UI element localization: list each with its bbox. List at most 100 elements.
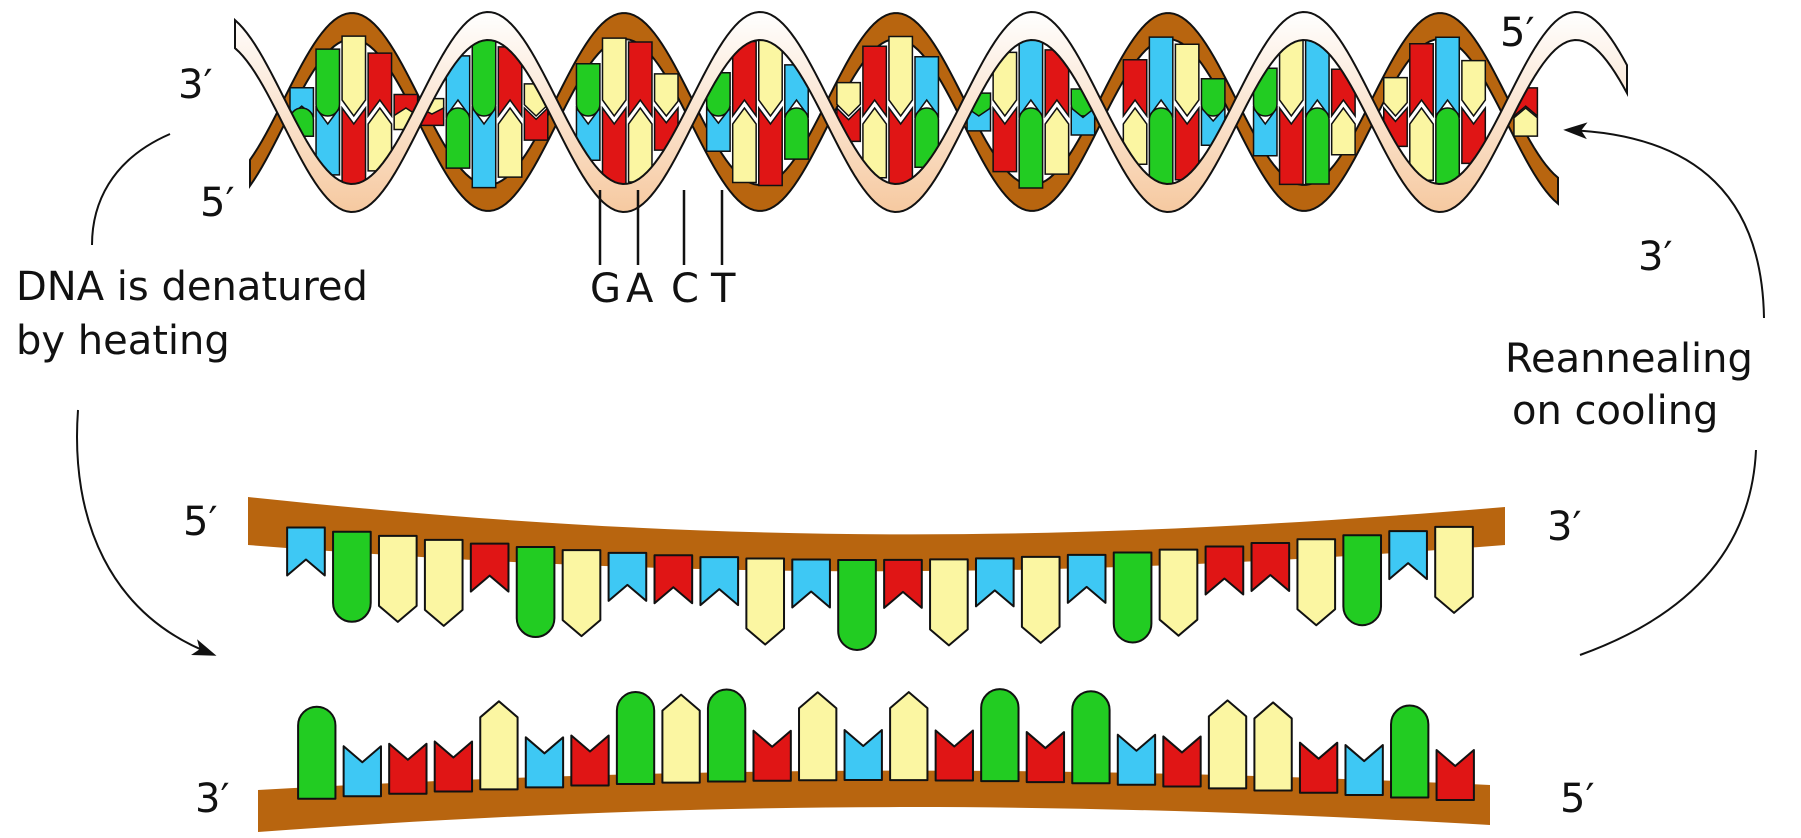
lower-base-adenine: [1254, 702, 1291, 790]
helix-base-guanine: [1149, 108, 1172, 187]
helix-base-cytosine: [472, 108, 495, 188]
helix-base-guanine: [1306, 108, 1329, 184]
upper-base-adenine: [746, 559, 784, 645]
lower-base-thymine: [435, 741, 472, 791]
reanneal-caption-line1: Reannealing: [1505, 336, 1753, 382]
lower-base-thymine: [1027, 732, 1064, 782]
double-helix: [235, 12, 1627, 212]
lower-base-cytosine: [845, 730, 882, 780]
helix-base-adenine: [603, 38, 626, 116]
upper-base-guanine: [838, 560, 876, 650]
lower-strand-left-end: 3′: [195, 776, 230, 822]
helix-base-adenine: [759, 39, 782, 116]
lower-base-guanine: [1391, 706, 1428, 798]
lower-base-adenine: [890, 692, 927, 780]
upper-base-adenine: [1435, 527, 1473, 613]
single-strand-lower: [258, 689, 1490, 832]
reanneal-arrow-lower: [1580, 450, 1756, 655]
helix-end-top-right: 5′: [1500, 10, 1535, 56]
helix-base-guanine: [1019, 108, 1042, 188]
base-label-c: C: [671, 266, 699, 312]
helix-base-adenine: [655, 74, 678, 116]
helix-base-thymine: [993, 108, 1016, 172]
upper-base-adenine: [379, 536, 417, 622]
helix-base-guanine: [785, 108, 808, 159]
helix-base-cytosine: [915, 57, 938, 116]
upper-base-cytosine: [700, 557, 738, 605]
helix-base-adenine: [342, 36, 365, 116]
upper-base-adenine: [1297, 539, 1335, 625]
upper-base-cytosine: [609, 553, 647, 601]
helix-base-guanine: [316, 49, 339, 116]
lower-base-cytosine: [1345, 745, 1382, 795]
lower-base-guanine: [298, 707, 335, 799]
helix-base-thymine: [1280, 108, 1303, 184]
upper-base-cytosine: [287, 527, 325, 575]
denature-caption-line1: DNA is denatured: [16, 264, 368, 310]
helix-base-guanine: [1436, 108, 1459, 187]
upper-base-adenine: [425, 540, 463, 626]
lower-strand-right-end: 5′: [1560, 776, 1595, 822]
helix-base-thymine: [863, 46, 886, 116]
helix-end-bottom-right: 3′: [1638, 234, 1673, 280]
upper-base-adenine: [930, 559, 968, 645]
lower-base-adenine: [662, 695, 699, 783]
lower-base-guanine: [1072, 691, 1109, 783]
lower-base-thymine: [753, 731, 790, 781]
upper-base-thymine: [1252, 543, 1290, 591]
helix-base-cytosine: [1436, 37, 1459, 116]
upper-base-cytosine: [1068, 555, 1106, 603]
lower-base-adenine: [799, 692, 836, 780]
upper-base-guanine: [1114, 552, 1152, 642]
helix-base-thymine: [603, 108, 626, 186]
upper-base-thymine: [1206, 547, 1244, 595]
lower-base-guanine: [708, 690, 745, 782]
upper-base-adenine: [563, 550, 601, 636]
upper-base-cytosine: [792, 559, 830, 607]
lower-base-thymine: [1163, 736, 1200, 786]
base-label-t: T: [710, 266, 736, 312]
upper-strand-right-end: 3′: [1547, 504, 1582, 550]
helix-base-adenine: [498, 108, 521, 177]
helix-base-guanine: [1201, 79, 1224, 116]
helix-base-adenine: [1384, 78, 1407, 116]
helix-base-guanine: [472, 36, 495, 116]
denature-arrow-upper: [92, 134, 170, 245]
helix-base-adenine: [1462, 61, 1485, 116]
upper-base-guanine: [333, 532, 371, 622]
upper-base-cytosine: [976, 558, 1014, 606]
lower-base-thymine: [936, 730, 973, 780]
upper-strand-left-end: 5′: [183, 499, 218, 545]
denature-caption-line2: by heating: [16, 318, 230, 364]
lower-base-cytosine: [1118, 735, 1155, 785]
lower-base-thymine: [389, 744, 426, 794]
upper-base-thymine: [655, 555, 693, 603]
lower-base-cytosine: [344, 746, 381, 796]
lower-base-thymine: [571, 736, 608, 786]
helix-base-thymine: [342, 108, 365, 188]
helix-base-adenine: [1332, 108, 1355, 155]
lower-base-guanine: [617, 692, 654, 784]
helix-end-top-left: 3′: [178, 62, 213, 108]
lower-base-cytosine: [526, 737, 563, 787]
lower-base-guanine: [981, 689, 1018, 781]
helix-base-cytosine: [1149, 37, 1172, 116]
upper-base-adenine: [1160, 550, 1198, 636]
helix-end-bottom-left: 5′: [200, 180, 235, 226]
helix-base-cytosine: [1019, 36, 1042, 116]
lower-base-adenine: [480, 701, 517, 789]
upper-base-thymine: [471, 544, 509, 592]
helix-base-thymine: [629, 42, 652, 116]
helix-base-adenine: [1045, 108, 1068, 174]
helix-base-thymine: [759, 108, 782, 185]
helix-base-adenine: [733, 108, 756, 182]
helix-base-guanine: [576, 64, 599, 116]
helix-base-thymine: [889, 108, 912, 187]
upper-base-cytosine: [1389, 531, 1427, 579]
reanneal-arrow-upper: [1568, 130, 1764, 318]
lower-base-adenine: [1209, 700, 1246, 788]
upper-base-guanine: [517, 547, 555, 637]
base-label-a: A: [626, 266, 654, 312]
